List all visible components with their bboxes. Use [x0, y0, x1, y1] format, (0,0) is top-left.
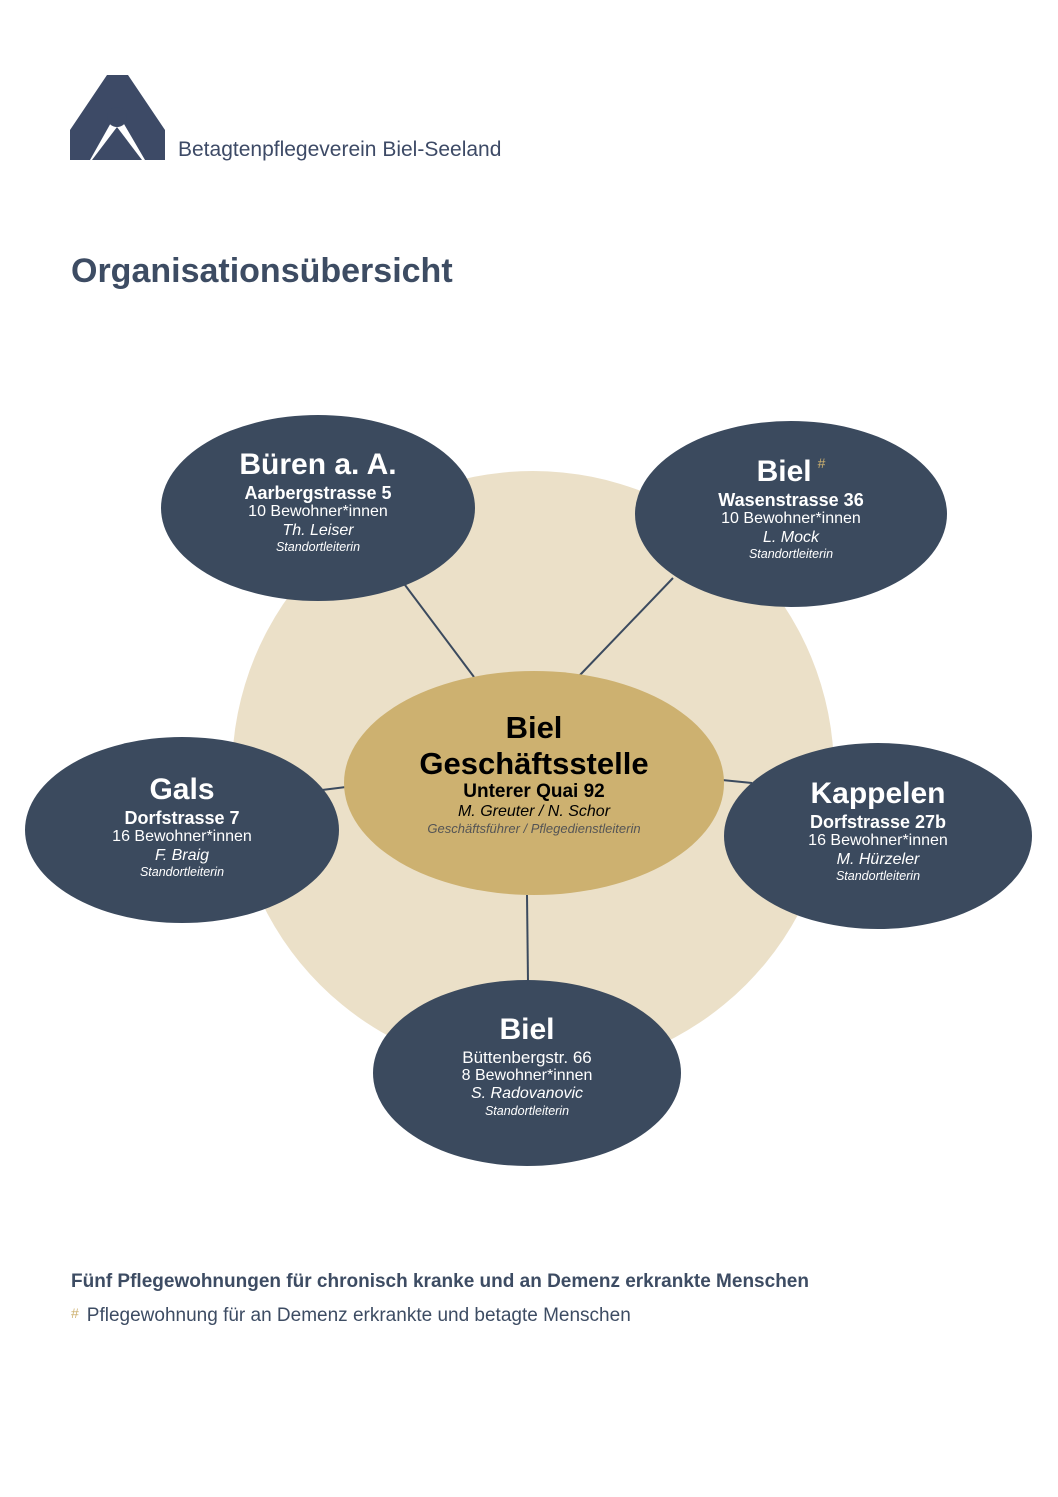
center-address: Unterer Quai 92 — [463, 781, 605, 803]
location-name: Gals — [149, 773, 215, 806]
node-biel-wasen-shape — [635, 421, 947, 607]
node-center: Biel Geschäftsstelle Unterer Quai 92 M. … — [419, 710, 648, 836]
node-center-shape — [344, 671, 724, 895]
location-name: Biel — [499, 1013, 555, 1046]
connector-lines — [321, 577, 753, 983]
location-role: Standortleiterin — [835, 868, 921, 883]
node-biel-buetten-shape — [373, 980, 681, 1166]
node-biel-wasen: Biel# Wasenstrasse 36 10 Bewohner*innen … — [718, 455, 863, 561]
note-marker: # — [71, 1305, 79, 1321]
node-gals: Gals Dorfstrasse 7 16 Bewohner*innen F. … — [112, 773, 252, 879]
location-name: Biel — [756, 455, 812, 488]
node-bueren-shape — [161, 415, 475, 601]
location-residents: 10 Bewohner*innen — [721, 510, 861, 528]
page-title: Organisationsübersicht — [71, 252, 453, 290]
organization-name: Betagtenpflegeverein Biel-Seeland — [178, 138, 502, 161]
center-persons: M. Greuter / N. Schor — [457, 803, 611, 821]
center-name-1: Biel — [505, 710, 563, 745]
location-person: L. Mock — [762, 528, 819, 546]
footer-summary: Fünf Pflegewohnungen für chronisch krank… — [71, 1271, 809, 1292]
location-residents: 10 Bewohner*innen — [248, 503, 388, 521]
location-residents: 8 Bewohner*innen — [461, 1067, 593, 1085]
location-role: Standortleiterin — [748, 546, 834, 561]
node-kappelen: Kappelen Dorfstrasse 27b 16 Bewohner*inn… — [808, 777, 948, 883]
location-address: Wasenstrasse 36 — [718, 489, 864, 510]
dementia-marker: # — [817, 455, 826, 471]
node-bueren: Büren a. A. Aarbergstrasse 5 10 Bewohner… — [239, 448, 396, 554]
logo — [70, 75, 165, 160]
location-address: Dorfstrasse 27b — [809, 811, 947, 832]
location-role: Standortleiterin — [484, 1103, 570, 1118]
node-kappelen-shape — [724, 743, 1032, 929]
location-person: Th. Leiser — [282, 521, 354, 539]
center-name-2: Geschäftsstelle — [419, 745, 649, 781]
location-address: Büttenbergstr. 66 — [462, 1047, 592, 1067]
node-gals-shape — [25, 737, 339, 923]
location-residents: 16 Bewohner*innen — [808, 832, 948, 850]
location-name: Büren a. A. — [239, 448, 397, 481]
location-person: S. Radovanovic — [470, 1085, 584, 1103]
location-residents: 16 Bewohner*innen — [112, 828, 252, 846]
node-biel-buetten: Biel Büttenbergstr. 66 8 Bewohner*innen … — [462, 1013, 593, 1118]
location-role: Standortleiterin — [139, 864, 225, 879]
location-person: M. Hürzeler — [836, 850, 920, 868]
location-address: Aarbergstrasse 5 — [244, 482, 392, 503]
location-name: Kappelen — [810, 777, 946, 810]
location-person: F. Braig — [155, 846, 209, 864]
location-address: Dorfstrasse 7 — [124, 807, 240, 828]
center-roles: Geschäftsführer / Pflegedienstleiterin — [427, 820, 641, 836]
location-role: Standortleiterin — [275, 539, 361, 554]
note-text: Pflegewohnung für an Demenz erkrankte un… — [86, 1305, 631, 1326]
footer-note: # Pflegewohnung für an Demenz erkrankte u… — [71, 1305, 631, 1327]
